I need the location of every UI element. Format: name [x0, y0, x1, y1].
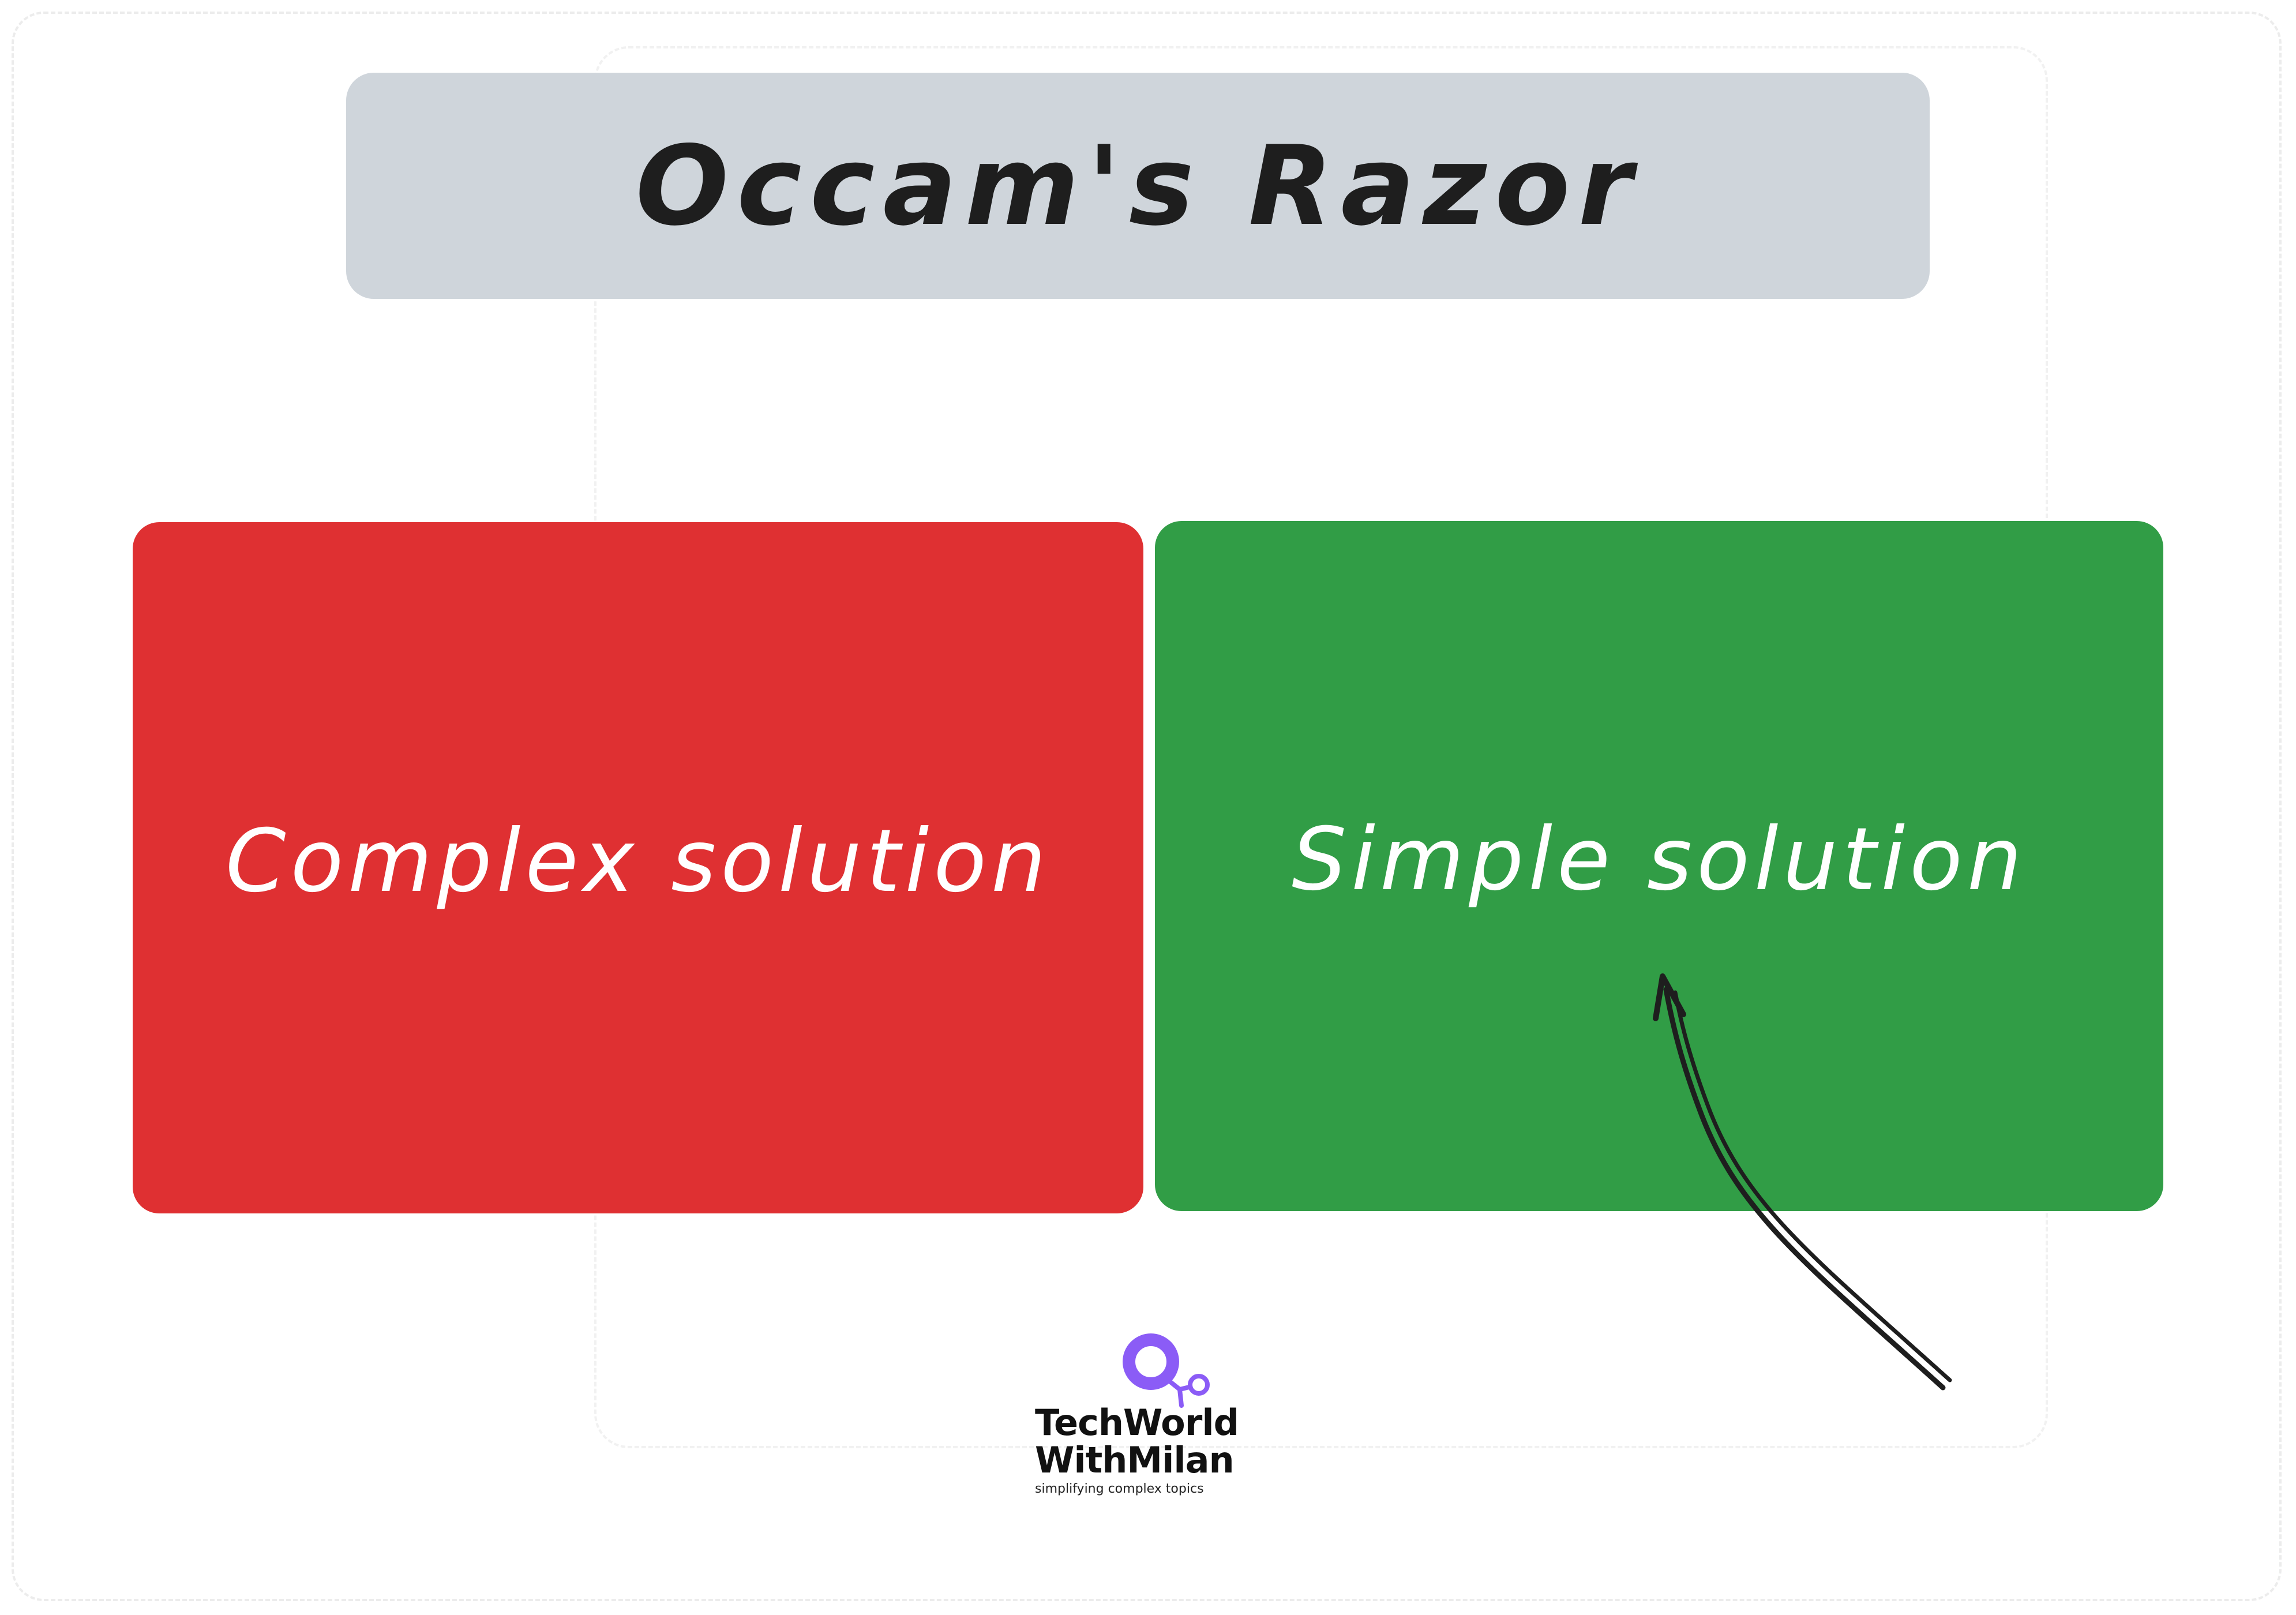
- outer-frame: [12, 12, 2282, 1601]
- logo-line1: TechWorld: [1035, 1402, 1239, 1444]
- complex-solution-box: Complex solution: [133, 522, 1143, 1213]
- title-box: Occam's Razor: [346, 73, 1930, 299]
- logo-line2: WithMilan: [1035, 1439, 1235, 1481]
- simple-solution-box: Simple solution: [1155, 521, 2163, 1211]
- simple-solution-label: Simple solution: [1292, 810, 2027, 910]
- logo-mark-icon: [1123, 1333, 1210, 1408]
- diagram-title: Occam's Razor: [635, 122, 1641, 250]
- hand-drawn-arrow-icon: [1653, 973, 1952, 1391]
- logo-tagline: simplifying complex topics: [1035, 1482, 1204, 1496]
- techworld-logo: TechWorld WithMilan simplifying complex …: [1027, 1327, 1269, 1500]
- complex-solution-label: Complex solution: [225, 811, 1051, 912]
